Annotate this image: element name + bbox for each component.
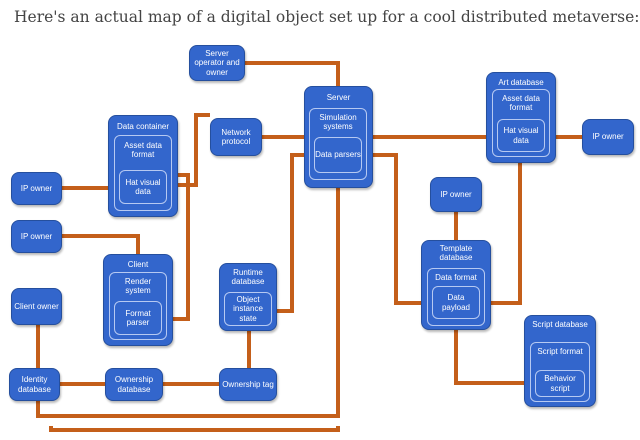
behavior-script-panel: Behavior script <box>535 370 585 397</box>
link-identity-server <box>36 188 340 418</box>
ip-owner-template-label: IP owner <box>440 189 472 199</box>
caption: Here's an actual map of a digital object… <box>14 8 640 26</box>
client-owner-node: Client owner <box>11 288 62 325</box>
network-protocol-label: Network protocol <box>221 127 251 146</box>
data-payload-panel: Data payload <box>432 286 480 319</box>
link-object-parsers <box>277 153 312 313</box>
server-label: Server <box>326 93 351 102</box>
link-hatdata-network <box>170 113 210 187</box>
script-format-label: Script format <box>537 347 583 356</box>
identity-database-node: Identity database <box>9 368 60 401</box>
server-operator-node: Server operator and owner <box>189 45 245 81</box>
data-payload-label: Data payload <box>441 293 471 312</box>
template-database-node: Template database Data format Data paylo… <box>421 240 491 330</box>
ownership-database-node: Ownership database <box>105 368 163 401</box>
hat-visual-data-container-panel: Hat visual data <box>119 170 167 204</box>
link-parsers-payload <box>366 153 430 305</box>
ownership-database-label: Ownership database <box>114 375 154 394</box>
link-ipowner-client <box>62 234 140 254</box>
ip-owner-left-2-label: IP owner <box>20 231 53 241</box>
ip-owner-left-1-node: IP owner <box>11 172 62 205</box>
simulation-systems-panel: Simulation systems Data parsers <box>309 108 367 180</box>
ip-owner-left-1-label: IP owner <box>20 183 53 193</box>
bottom-bracket <box>49 426 340 432</box>
ownership-tag-label: Ownership tag <box>222 379 274 389</box>
template-database-label: Template database <box>439 244 473 263</box>
format-parser-panel: Format parser <box>114 301 162 335</box>
hat-visual-data-art-label: Hat visual data <box>503 126 539 145</box>
data-parsers-label: Data parsers <box>315 150 361 160</box>
link-operator-server <box>245 61 340 86</box>
simulation-systems-label: Simulation systems <box>319 113 357 132</box>
hat-visual-data-art-panel: Hat visual data <box>497 119 545 152</box>
runtime-database-label: Runtime database <box>231 268 265 287</box>
data-container-label: Data container <box>116 122 170 131</box>
object-instance-state-label: Object instance state <box>233 295 263 323</box>
server-operator-label: Server operator and owner <box>194 49 240 77</box>
data-parsers-panel: Data parsers <box>314 137 362 173</box>
behavior-script-label: Behavior script <box>544 374 576 393</box>
object-instance-state-panel: Object instance state <box>224 292 272 326</box>
render-system-label: Render system <box>124 277 152 296</box>
data-format-label: Data format <box>435 273 477 282</box>
art-database-node: Art database Asset data format Hat visua… <box>486 72 556 163</box>
server-node: Server Simulation systems Data parsers <box>304 86 373 188</box>
network-protocol-node: Network protocol <box>210 118 262 156</box>
link-payload-behavior <box>454 322 533 385</box>
script-database-label: Script database <box>532 320 588 329</box>
ip-owner-right-label: IP owner <box>592 132 624 142</box>
data-format-panel: Data format Data payload <box>427 268 485 326</box>
art-database-label: Art database <box>498 78 544 87</box>
asset-data-format-art-label: Asset data format <box>502 94 540 113</box>
link-payload-hatvisual <box>482 160 522 305</box>
ip-owner-template-node: IP owner <box>430 177 482 212</box>
format-parser-label: Format parser <box>125 308 151 327</box>
data-container-node: Data container Asset data format Hat vis… <box>108 115 178 217</box>
asset-data-format-container-label: Asset data format <box>124 141 162 160</box>
asset-data-format-art-panel: Asset data format Hat visual data <box>492 89 550 157</box>
runtime-database-node: Runtime database Object instance state <box>219 263 277 331</box>
client-node: Client Render system Format parser <box>103 254 173 346</box>
render-system-panel: Render system Format parser <box>109 272 167 340</box>
ip-owner-left-2-node: IP owner <box>11 220 62 253</box>
asset-data-format-container-panel: Asset data format Hat visual data <box>114 135 172 211</box>
script-database-node: Script database Script format Behavior s… <box>524 315 596 407</box>
link-parser-hatdata <box>172 173 190 321</box>
client-owner-label: Client owner <box>14 301 59 311</box>
ip-owner-right-node: IP owner <box>582 119 634 155</box>
identity-database-label: Identity database <box>18 375 51 394</box>
script-format-panel: Script format Behavior script <box>530 342 590 402</box>
client-label: Client <box>127 260 149 269</box>
ownership-tag-node: Ownership tag <box>219 368 277 401</box>
hat-visual-data-container-label: Hat visual data <box>125 177 161 196</box>
